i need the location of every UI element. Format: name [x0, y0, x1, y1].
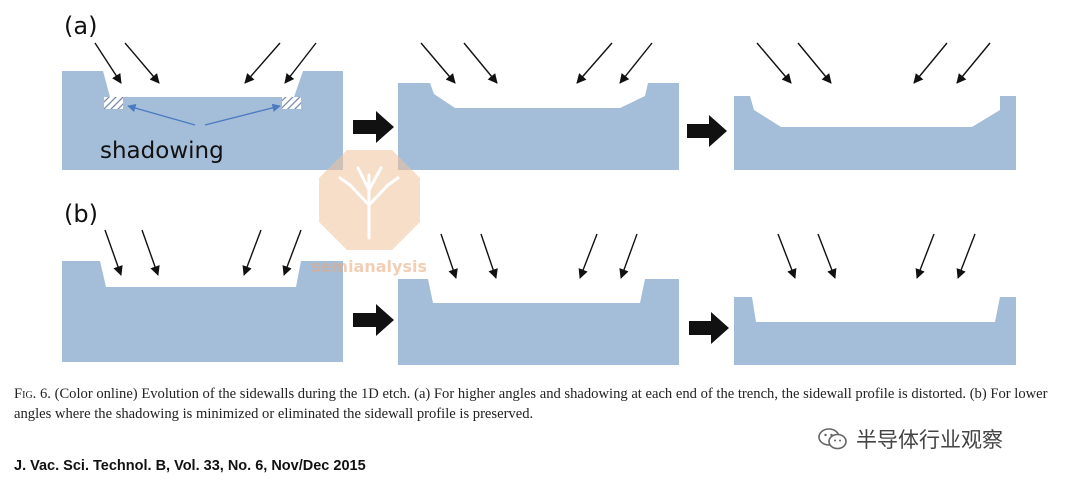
- ion-arrow: [480, 233, 498, 279]
- watermark-text: semianalysis: [311, 257, 427, 276]
- ion-arrow: [913, 42, 948, 84]
- tree-icon: [338, 166, 400, 240]
- ion-arrow: [420, 42, 456, 84]
- ion-arrow: [282, 229, 302, 276]
- ion-arrow: [777, 233, 797, 279]
- journal-citation: J. Vac. Sci. Technol. B, Vol. 33, No. 6,…: [14, 458, 366, 474]
- ion-arrow: [578, 233, 598, 279]
- annotation-arrow-right: [204, 103, 281, 126]
- annotation-arrow-left: [127, 104, 196, 126]
- transition-arrow: [353, 304, 394, 336]
- ion-arrows-row-b: [104, 229, 976, 279]
- ion-arrow: [619, 42, 653, 84]
- wechat-icon: [818, 428, 847, 450]
- ion-arrow: [440, 233, 458, 279]
- transition-arrows: [353, 111, 729, 344]
- substrate-b3: [734, 297, 1016, 365]
- shadow-region-left: [104, 97, 123, 109]
- shadowing-label: shadowing: [100, 138, 224, 164]
- ion-arrow: [463, 42, 498, 84]
- substrate-b1: [62, 261, 343, 362]
- transition-arrow: [353, 111, 394, 143]
- ion-arrow: [284, 42, 317, 84]
- ion-arrow: [619, 233, 638, 279]
- etch-evolution-figure: (a) (b) shadowing: [62, 12, 1016, 365]
- ion-arrow: [104, 229, 123, 276]
- ion-arrow: [797, 42, 832, 84]
- ion-arrow: [94, 42, 122, 84]
- panel-a-label: (a): [64, 12, 97, 40]
- ion-arrow: [756, 42, 792, 84]
- ion-arrow: [956, 42, 991, 84]
- shadow-region-right: [282, 97, 301, 109]
- wechat-account-badge: 半导体行业观察: [818, 424, 1003, 454]
- transition-arrow: [689, 312, 729, 344]
- ion-arrow: [242, 229, 262, 276]
- caption-text: (Color online) Evolution of the sidewall…: [14, 386, 1048, 422]
- wechat-account-name: 半导体行业观察: [856, 428, 1003, 452]
- transition-arrow: [687, 115, 727, 147]
- semianalysis-watermark: semianalysis: [311, 150, 427, 276]
- substrate-a1: [62, 71, 343, 170]
- ion-arrow: [956, 233, 976, 279]
- figure-number: Fig. 6.: [14, 386, 51, 402]
- ion-arrow: [141, 229, 160, 276]
- ion-arrows-row-a: [94, 42, 991, 84]
- ion-arrow: [915, 233, 935, 279]
- ion-arrow: [817, 233, 837, 279]
- substrate-a3: [734, 96, 1016, 170]
- substrate-b2: [398, 279, 679, 365]
- ion-arrow: [244, 42, 281, 84]
- substrate-a2: [398, 83, 679, 170]
- figure-caption: Fig. 6. (Color online) Evolution of the …: [14, 384, 1064, 424]
- ion-arrow: [576, 42, 613, 84]
- ion-arrow: [124, 42, 160, 84]
- panel-b-label: (b): [64, 200, 98, 228]
